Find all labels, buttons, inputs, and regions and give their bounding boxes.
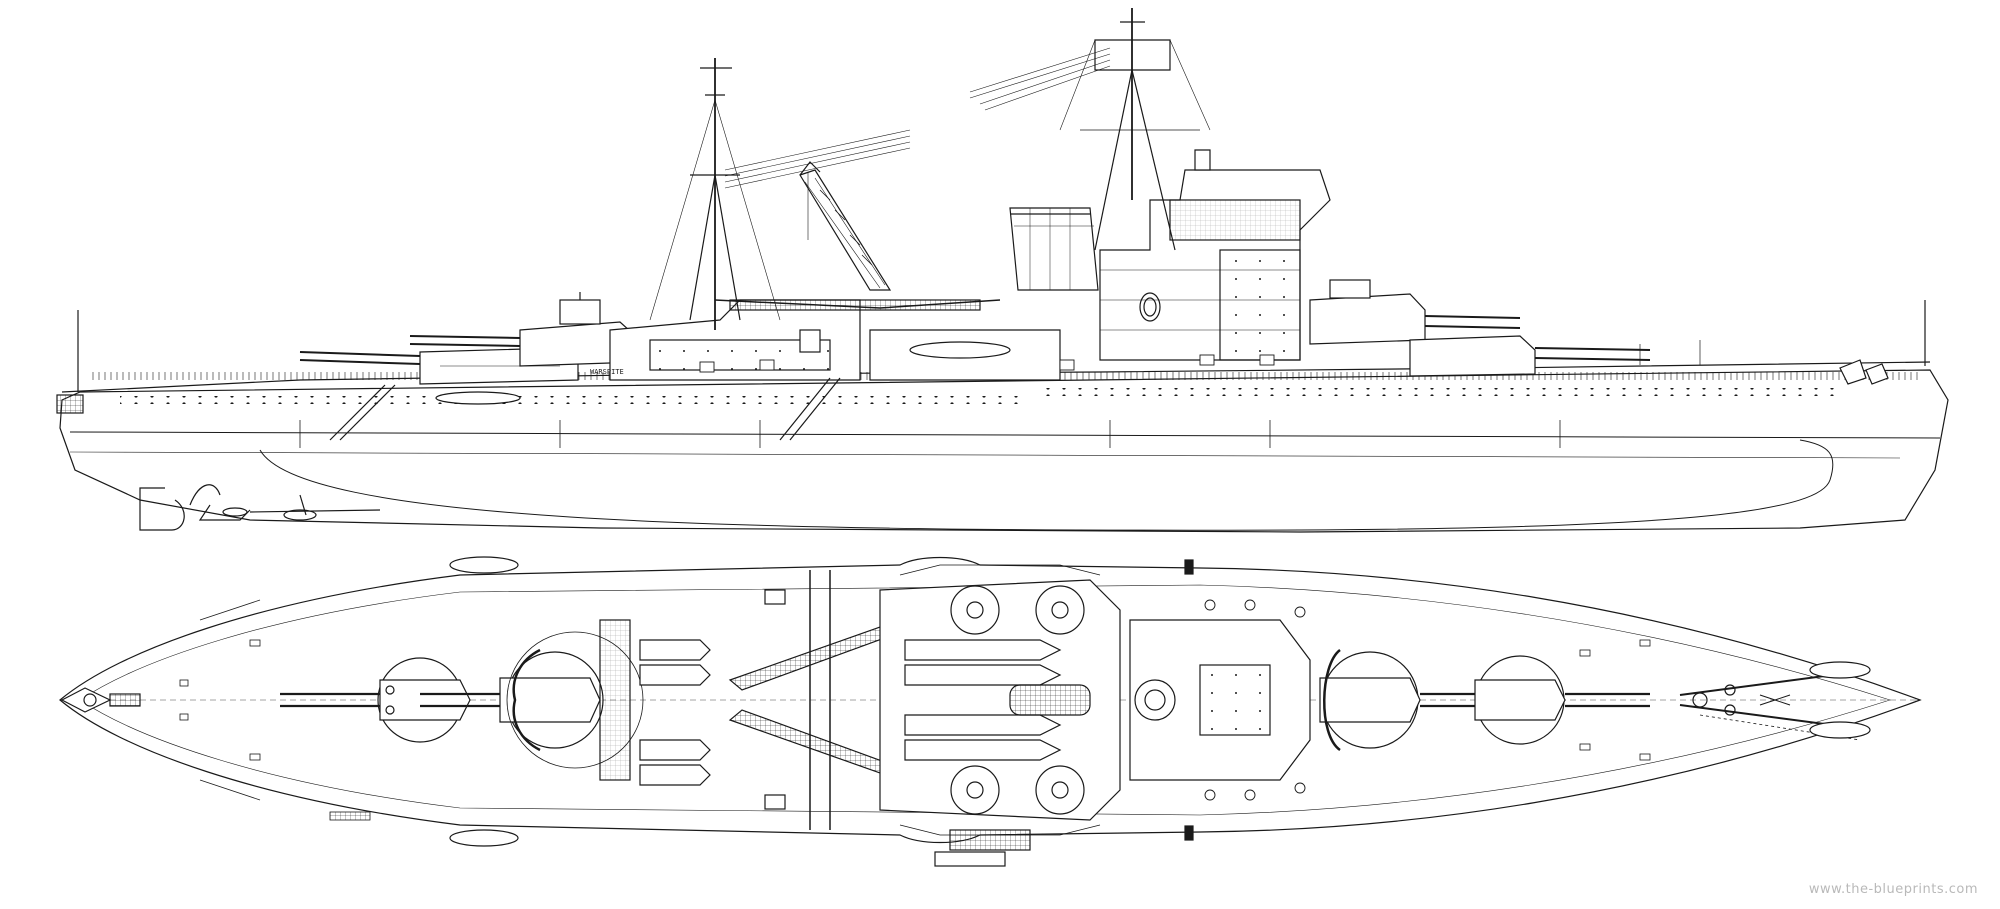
funnel xyxy=(1009,207,1099,291)
turret-a-plan xyxy=(1474,655,1650,745)
boat-port-aft xyxy=(449,556,519,574)
accommodation-ladder-aft xyxy=(329,384,386,441)
central-superstructure-plan xyxy=(879,564,1121,867)
mainmast xyxy=(649,58,911,330)
turret-x-plan xyxy=(420,651,604,749)
ensign-staff xyxy=(56,310,84,414)
hull-side xyxy=(59,361,1949,533)
secondary-battery-side xyxy=(699,354,1275,373)
foremast xyxy=(969,8,1211,251)
stern-gear xyxy=(139,484,381,531)
catapult xyxy=(714,299,1061,381)
forecastle-gear xyxy=(1679,661,1871,741)
boat-nest-aft xyxy=(639,639,711,786)
boat-starboard-aft xyxy=(449,829,519,847)
quarterdeck-grating xyxy=(949,829,1031,851)
lifeboat-aft xyxy=(435,391,521,405)
aircraft-crane xyxy=(799,161,892,291)
turret-a xyxy=(1409,335,1651,377)
turret-y-plan xyxy=(280,657,471,743)
turret-b xyxy=(1309,279,1521,345)
turret-b-plan xyxy=(1319,649,1510,752)
bridge-plan xyxy=(1129,559,1311,841)
catapult-plan xyxy=(728,570,914,830)
secondary-battery-plan xyxy=(1204,599,1306,801)
armor-belt xyxy=(299,420,1561,448)
hull-name-text: WARSPITE xyxy=(590,368,624,376)
aft-deckhouse-plan xyxy=(506,619,644,781)
stern-plan xyxy=(60,687,141,713)
deck-fittings xyxy=(179,599,1651,821)
bow-fittings xyxy=(1639,300,1926,385)
bridge-tower xyxy=(1099,149,1331,361)
side-elevation-view: WARSPITE xyxy=(56,8,1949,533)
accommodation-ladder-fwd xyxy=(779,377,831,441)
watermark-text: www.the-blueprints.com xyxy=(1808,882,1978,897)
aft-superstructure: WARSPITE xyxy=(590,299,861,381)
plan-view xyxy=(59,556,1922,867)
